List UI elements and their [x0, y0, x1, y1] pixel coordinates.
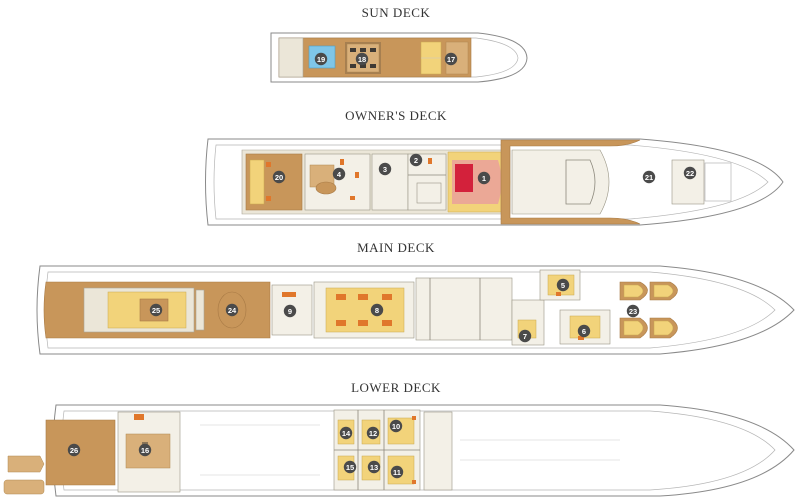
room-marker-circle — [390, 465, 404, 479]
room-marker-circle — [367, 460, 381, 474]
room-marker-circle — [149, 303, 163, 317]
room-marker-16: 16 — [138, 443, 152, 457]
main-deck-title: MAIN DECK — [357, 240, 435, 255]
room-marker-circle — [370, 303, 384, 317]
room-marker-9: 9 — [283, 304, 297, 318]
room-marker-2: 2 — [409, 153, 423, 167]
room-marker-label: 6 — [582, 327, 586, 336]
room-marker-4: 4 — [332, 167, 346, 181]
room-marker-24: 24 — [225, 303, 239, 317]
room-marker-circle — [332, 167, 346, 181]
room-marker-label: 16 — [141, 446, 149, 455]
room-marker-circle — [409, 153, 423, 167]
room-marker-15: 15 — [343, 460, 357, 474]
room-marker-circle — [283, 304, 297, 318]
main-deck: MAIN DECK — [36, 240, 795, 355]
room-marker-circle — [378, 162, 392, 176]
room-marker-12: 12 — [366, 426, 380, 440]
room-marker-label: 19 — [317, 55, 325, 64]
room-marker-label: 7 — [523, 332, 527, 341]
room-marker-22: 22 — [683, 166, 697, 180]
room-marker-21: 21 — [642, 170, 656, 184]
room-marker-label: 14 — [342, 429, 351, 438]
room-marker-label: 24 — [228, 306, 237, 315]
room-marker-label: 1 — [482, 174, 486, 183]
room-marker-label: 13 — [370, 463, 378, 472]
room-marker-circle — [225, 303, 239, 317]
room-marker-circle — [577, 324, 591, 338]
room-marker-label: 5 — [561, 281, 565, 290]
lower-deck: LOWER DECK — [3, 380, 795, 497]
room-marker-7: 7 — [518, 329, 532, 343]
room-marker-label: 10 — [392, 422, 400, 431]
room-marker-label: 21 — [645, 173, 653, 182]
room-marker-circle — [343, 460, 357, 474]
room-marker-circle — [67, 443, 81, 457]
room-marker-circle — [314, 52, 328, 66]
lower-deck-title: LOWER DECK — [351, 380, 441, 395]
room-marker-circle — [518, 329, 532, 343]
room-marker-1: 1 — [477, 171, 491, 185]
room-marker-20: 20 — [272, 170, 286, 184]
room-marker-11: 11 — [390, 465, 404, 479]
room-marker-circle — [477, 171, 491, 185]
room-marker-18: 18 — [355, 52, 369, 66]
owners-deck-title: OWNER'S DECK — [345, 108, 447, 123]
room-marker-label: 4 — [337, 170, 342, 179]
room-marker-5: 5 — [556, 278, 570, 292]
room-marker-label: 18 — [358, 55, 366, 64]
room-marker-26: 26 — [67, 443, 81, 457]
room-marker-23: 23 — [626, 304, 640, 318]
room-marker-circle — [366, 426, 380, 440]
room-marker-label: 2 — [414, 156, 418, 165]
room-marker-label: 15 — [346, 463, 354, 472]
room-marker-3: 3 — [378, 162, 392, 176]
room-marker-label: 22 — [686, 169, 694, 178]
owners-deck: OWNER'S DECK — [205, 108, 784, 226]
room-marker-label: 3 — [383, 165, 387, 174]
room-marker-circle — [556, 278, 570, 292]
room-marker-label: 25 — [152, 306, 160, 315]
sun-deck: SUN DECK — [270, 5, 528, 83]
room-marker-label: 8 — [375, 306, 379, 315]
room-marker-13: 13 — [367, 460, 381, 474]
room-marker-10: 10 — [389, 419, 403, 433]
room-marker-circle — [272, 170, 286, 184]
room-marker-17: 17 — [444, 52, 458, 66]
room-marker-circle — [642, 170, 656, 184]
room-marker-14: 14 — [339, 426, 353, 440]
room-marker-circle — [444, 52, 458, 66]
room-marker-label: 11 — [393, 468, 401, 477]
room-marker-circle — [355, 52, 369, 66]
room-marker-circle — [389, 419, 403, 433]
room-marker-circle — [626, 304, 640, 318]
sun-deck-title: SUN DECK — [362, 5, 431, 20]
room-marker-circle — [339, 426, 353, 440]
room-marker-25: 25 — [149, 303, 163, 317]
room-marker-6: 6 — [577, 324, 591, 338]
room-marker-19: 19 — [314, 52, 328, 66]
room-marker-label: 26 — [70, 446, 78, 455]
room-marker-label: 12 — [369, 429, 377, 438]
room-marker-circle — [138, 443, 152, 457]
room-marker-label: 23 — [629, 307, 637, 316]
room-marker-label: 17 — [447, 55, 455, 64]
room-marker-circle — [683, 166, 697, 180]
room-marker-label: 9 — [288, 307, 292, 316]
room-marker-label: 20 — [275, 173, 283, 182]
room-marker-8: 8 — [370, 303, 384, 317]
